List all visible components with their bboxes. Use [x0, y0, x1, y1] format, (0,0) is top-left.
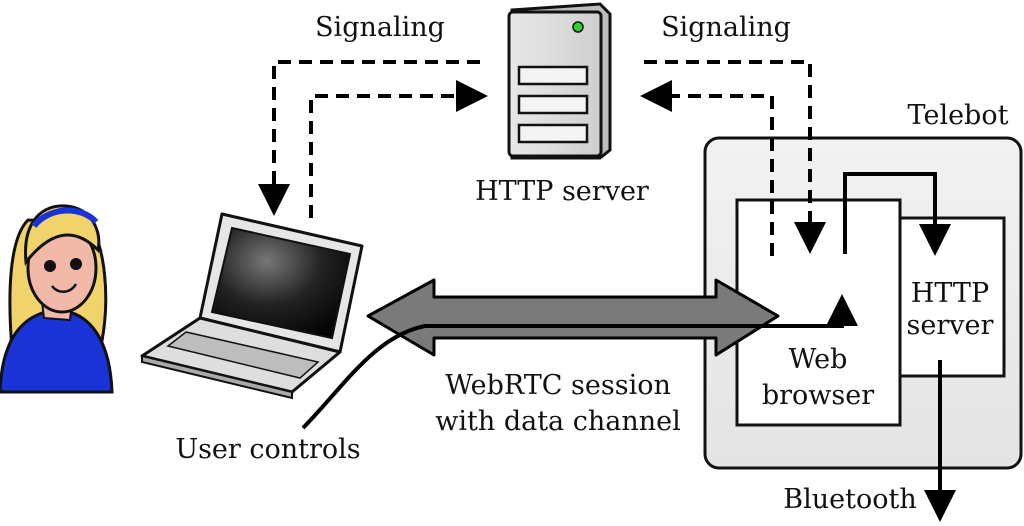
bluetooth-label: Bluetooth — [783, 484, 916, 515]
signaling-right-label: Signaling — [661, 12, 791, 43]
http-server-inner-label-line2: server — [907, 310, 994, 341]
browser-to-http-arrow — [843, 172, 951, 256]
laptop-icon — [140, 212, 364, 400]
telebot-label: Telebot — [908, 100, 1009, 131]
signaling-left-down — [258, 60, 480, 216]
signaling-right-up — [640, 80, 774, 256]
webrtc-label-line2: with data channel — [435, 406, 680, 437]
user-avatar-icon — [0, 204, 114, 394]
webrtc-double-arrow — [366, 278, 780, 357]
user-controls-label: User controls — [175, 434, 360, 465]
webrtc-label-line1: WebRTC session — [445, 370, 671, 401]
signaling-left-label: Signaling — [315, 12, 445, 43]
web-browser-label-line2: browser — [762, 380, 874, 411]
server-icon — [507, 2, 612, 160]
signaling-paths — [258, 60, 826, 256]
http-server-inner-label-line1: HTTP — [911, 278, 989, 309]
http-server-label: HTTP server — [475, 176, 649, 207]
http-server-inner-box — [898, 216, 1006, 378]
signaling-left-up — [309, 80, 488, 218]
user-controls-line — [301, 294, 858, 430]
web-browser-label-line1: Web — [789, 344, 848, 375]
